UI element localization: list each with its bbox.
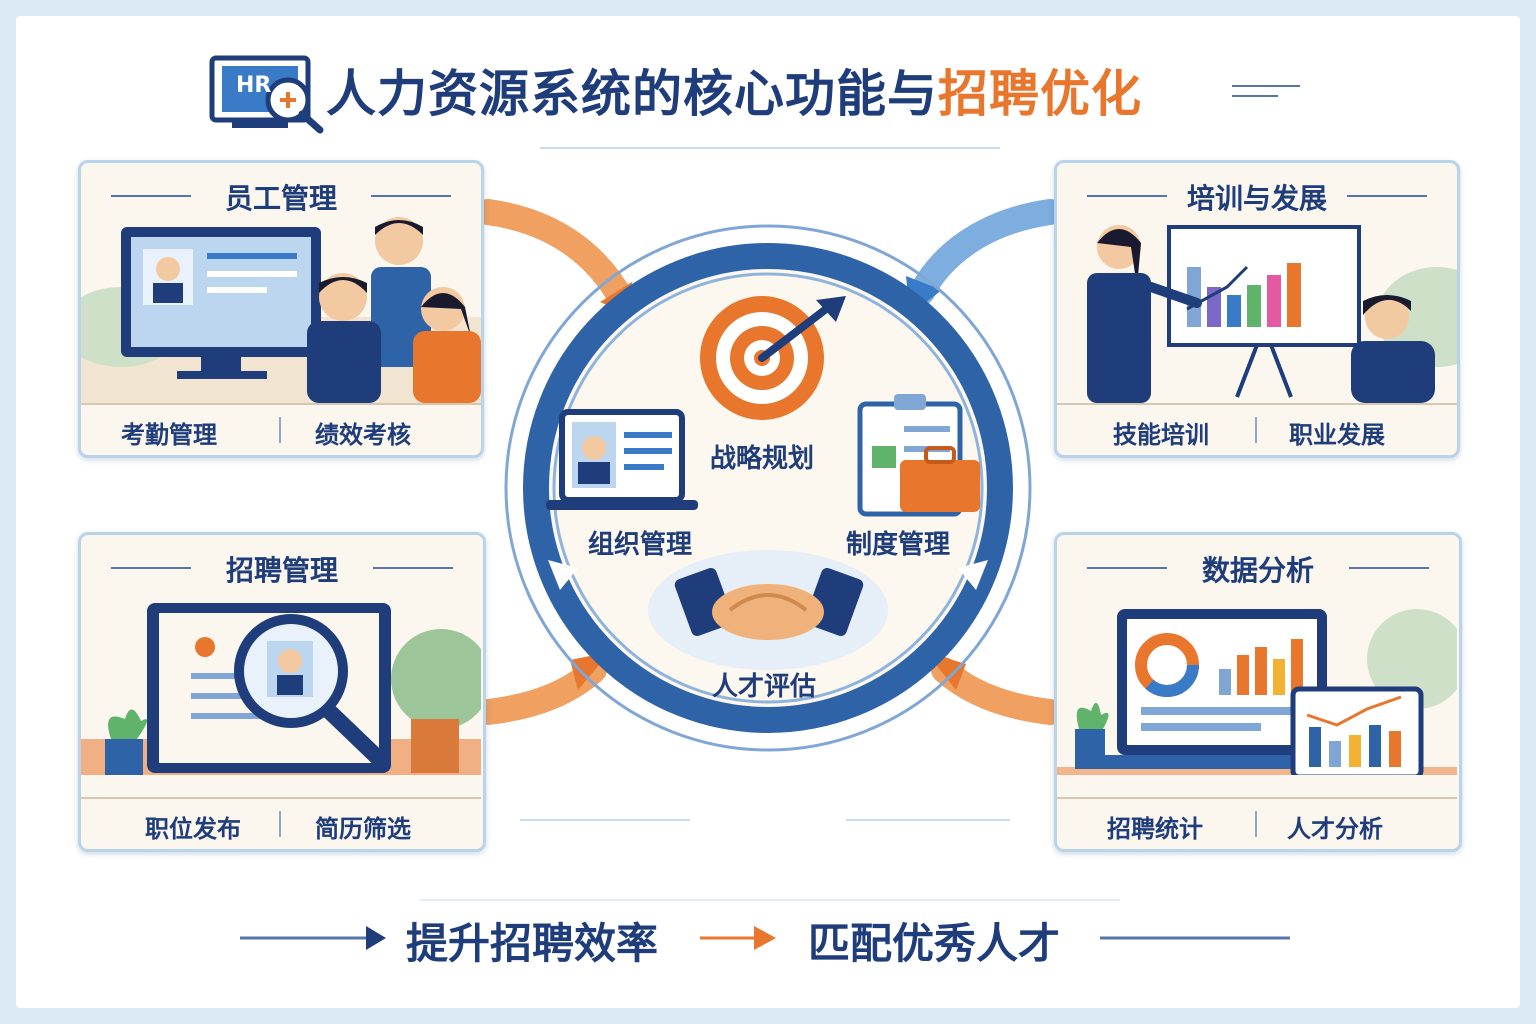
panel-item: 职业发展 bbox=[1289, 421, 1385, 449]
page-title-accent: 招聘优化 bbox=[938, 65, 1142, 123]
panel-item: 绩效考核 bbox=[315, 421, 411, 449]
analytics-laptop-illustration bbox=[1057, 609, 1457, 775]
page-title-main: 人力资源系统的核心功能与 bbox=[326, 65, 938, 123]
panel-item: 招聘统计 bbox=[1107, 815, 1203, 843]
center-label-top: 战略规划 bbox=[710, 444, 815, 474]
panel-item: 技能培训 bbox=[1113, 421, 1209, 449]
panel-data-analysis: 数据分析 招聘统计 人才分析 bbox=[1054, 532, 1462, 852]
panel-title: 培训与发展 bbox=[1186, 182, 1327, 215]
bottom-text-left: 提升招聘效率 bbox=[406, 919, 659, 968]
center-label-left: 组织管理 bbox=[588, 530, 693, 560]
panel-title: 数据分析 bbox=[1201, 554, 1314, 587]
panel-footer: 职位发布 简历筛选 bbox=[81, 797, 481, 849]
panel-item: 简历筛选 bbox=[315, 815, 411, 843]
panel-employee-management: 员工管理 考勤管理 绩效考核 bbox=[78, 160, 484, 458]
panel-item: 职位发布 bbox=[145, 815, 241, 843]
panel-training-development: 培训与发展 技能培训 职业发展 bbox=[1054, 160, 1460, 458]
panel-footer: 考勤管理 绩效考核 bbox=[81, 403, 481, 455]
bottom-text-right: 匹配优秀人才 bbox=[808, 919, 1061, 968]
panel-recruitment-management: 招聘管理 职位发布 简历筛选 bbox=[78, 532, 486, 852]
panel-title: 招聘管理 bbox=[225, 554, 338, 587]
page-title: 人力资源系统的核心功能与招聘优化 bbox=[326, 54, 1142, 126]
panel-footer: 招聘统计 人才分析 bbox=[1057, 797, 1457, 849]
center-label-right: 制度管理 bbox=[846, 530, 951, 560]
panel-item: 考勤管理 bbox=[121, 421, 217, 449]
resume-search-illustration bbox=[81, 603, 481, 775]
panel-footer: 技能培训 职业发展 bbox=[1057, 403, 1457, 455]
panel-item: 人才分析 bbox=[1287, 815, 1383, 843]
center-label-bottom: 人才评估 bbox=[712, 672, 817, 702]
panel-title: 员工管理 bbox=[224, 182, 337, 215]
office-scene-illustration bbox=[81, 217, 481, 403]
presentation-scene-illustration bbox=[1087, 225, 1457, 403]
